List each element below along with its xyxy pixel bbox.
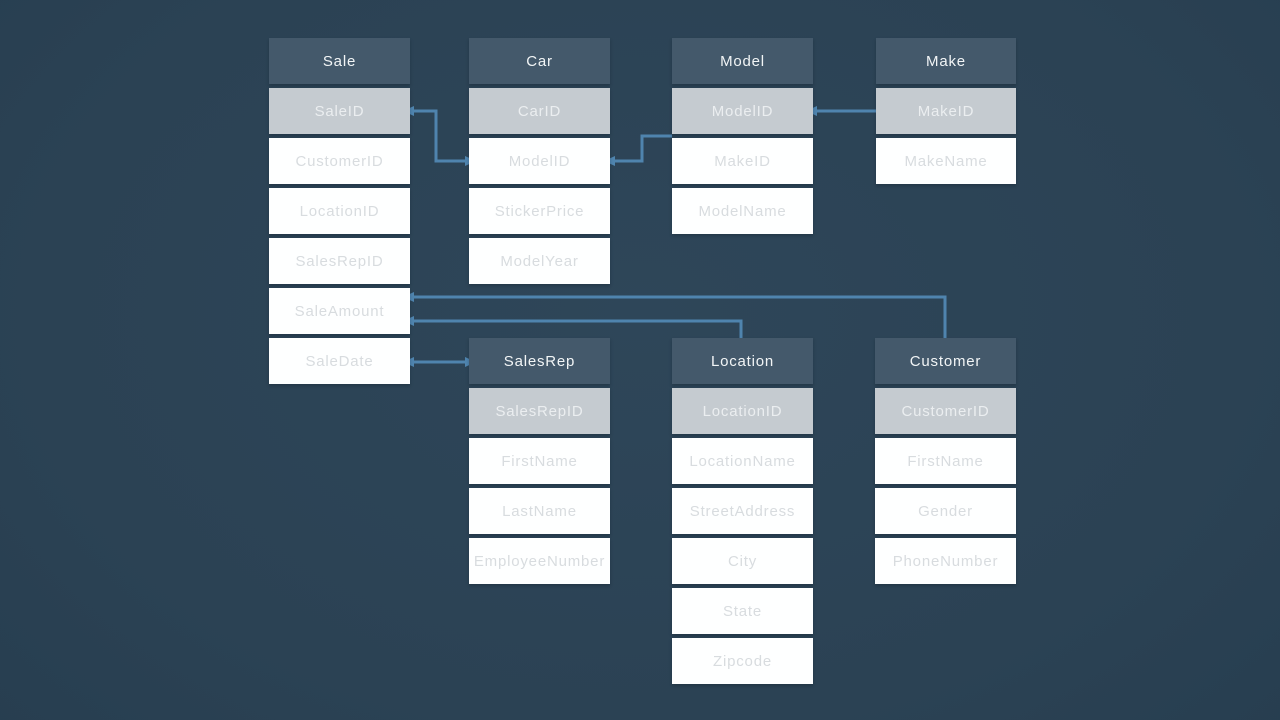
table-field: ModelYear [469,238,610,284]
table-key-field: ModelID [672,88,813,134]
table-title: Location [672,338,813,384]
table-key-field: MakeID [876,88,1016,134]
table-key-field: CarID [469,88,610,134]
table-field: LocationID [269,188,410,234]
table-field: LastName [469,488,610,534]
table-key-field: LocationID [672,388,813,434]
connector-sale-car [403,106,476,166]
table-customer: Customer CustomerID FirstName Gender Pho… [875,338,1016,584]
table-field: ModelName [672,188,813,234]
table-location: Location LocationID LocationName StreetA… [672,338,813,684]
table-field: SaleAmount [269,288,410,334]
table-field: ModelID [469,138,610,184]
connector-model-make [806,106,876,116]
connector-sale-salesrep [403,357,476,367]
table-field: Gender [875,488,1016,534]
table-field: StickerPrice [469,188,610,234]
table-title: Make [876,38,1016,84]
table-sale: Sale SaleID CustomerID LocationID SalesR… [269,38,410,384]
table-field: FirstName [875,438,1016,484]
table-field: State [672,588,813,634]
table-field: City [672,538,813,584]
table-salesrep: SalesRep SalesRepID FirstName LastName E… [469,338,610,584]
table-title: Model [672,38,813,84]
table-key-field: SalesRepID [469,388,610,434]
table-title: Car [469,38,610,84]
table-title: SalesRep [469,338,610,384]
table-title: Customer [875,338,1016,384]
table-field: EmployeeNumber [469,538,610,584]
table-field: MakeID [672,138,813,184]
table-field: LocationName [672,438,813,484]
table-field: SalesRepID [269,238,410,284]
table-field: CustomerID [269,138,410,184]
table-model: Model ModelID MakeID ModelName [672,38,813,234]
table-key-field: CustomerID [875,388,1016,434]
table-car: Car CarID ModelID StickerPrice ModelYear [469,38,610,284]
table-field: SaleDate [269,338,410,384]
table-title: Sale [269,38,410,84]
table-field: FirstName [469,438,610,484]
table-field: MakeName [876,138,1016,184]
table-field: Zipcode [672,638,813,684]
table-make: Make MakeID MakeName [876,38,1016,184]
connector-car-model [604,134,672,166]
table-field: StreetAddress [672,488,813,534]
table-field: PhoneNumber [875,538,1016,584]
table-key-field: SaleID [269,88,410,134]
